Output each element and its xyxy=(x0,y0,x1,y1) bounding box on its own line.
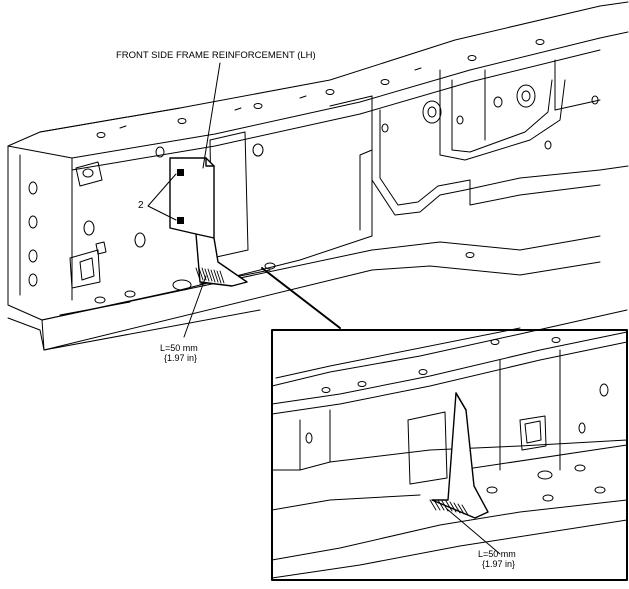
callout-leader-line xyxy=(147,173,177,221)
frame-web xyxy=(7,131,373,351)
weld-length-in-label: {1.97 in} xyxy=(164,353,198,363)
weld-length-mm-label: L=50 mm xyxy=(160,343,198,353)
inset-weld-length-in-label: {1.97 in} xyxy=(482,559,516,569)
weld-count-callout: 2 xyxy=(138,200,144,211)
weld-leader-line xyxy=(183,275,207,338)
frame-top-flange xyxy=(7,5,601,171)
inset-connector-line xyxy=(261,267,341,329)
label-leader-line xyxy=(202,62,221,169)
inset-weld-leader-line xyxy=(446,508,501,555)
frame-inner-structure xyxy=(329,1,629,237)
inset-reinforcement-bracket xyxy=(431,392,489,519)
reinforcement-bracket xyxy=(169,157,248,287)
part-name-label: FRONT SIDE FRAME REINFORCEMENT (LH) xyxy=(116,50,316,61)
weld-spot-marker xyxy=(177,217,184,224)
weld-bead xyxy=(195,267,225,284)
inset-frame-drawing xyxy=(271,309,628,579)
weld-spot-marker xyxy=(177,169,184,176)
inset-weld-length-mm-label: L=50 mm xyxy=(478,549,516,559)
inset-weld-bead xyxy=(429,499,469,516)
